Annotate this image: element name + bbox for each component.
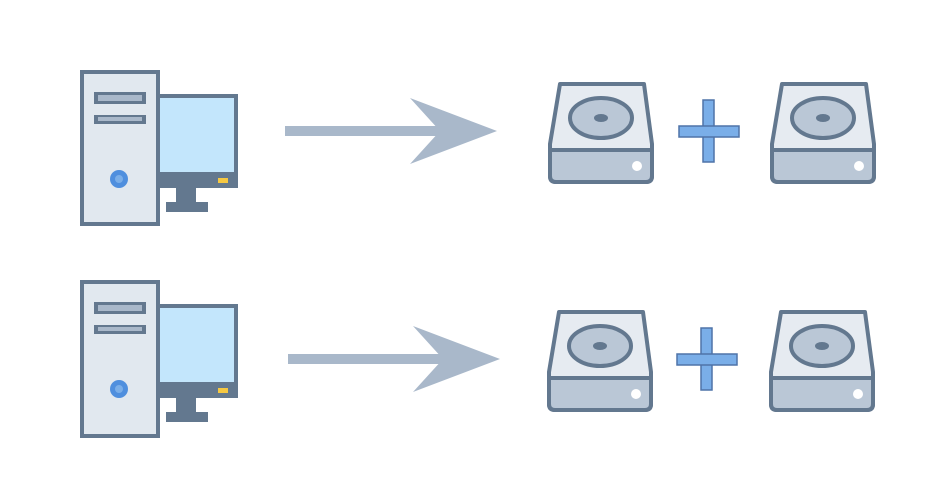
- diagram-row-1: [0, 50, 936, 250]
- hard-drive-icon: [547, 310, 653, 412]
- hard-drive-icon: [770, 82, 876, 184]
- diagram-row-2: [0, 262, 936, 462]
- hard-drive-icon: [548, 82, 654, 184]
- arrow-right-icon: [288, 326, 500, 392]
- plus-icon: [678, 99, 740, 163]
- desktop-computer-icon: [80, 280, 238, 438]
- plus-icon: [676, 327, 738, 391]
- desktop-computer-icon: [80, 70, 238, 226]
- hard-drive-icon: [769, 310, 875, 412]
- arrow-right-icon: [285, 98, 497, 164]
